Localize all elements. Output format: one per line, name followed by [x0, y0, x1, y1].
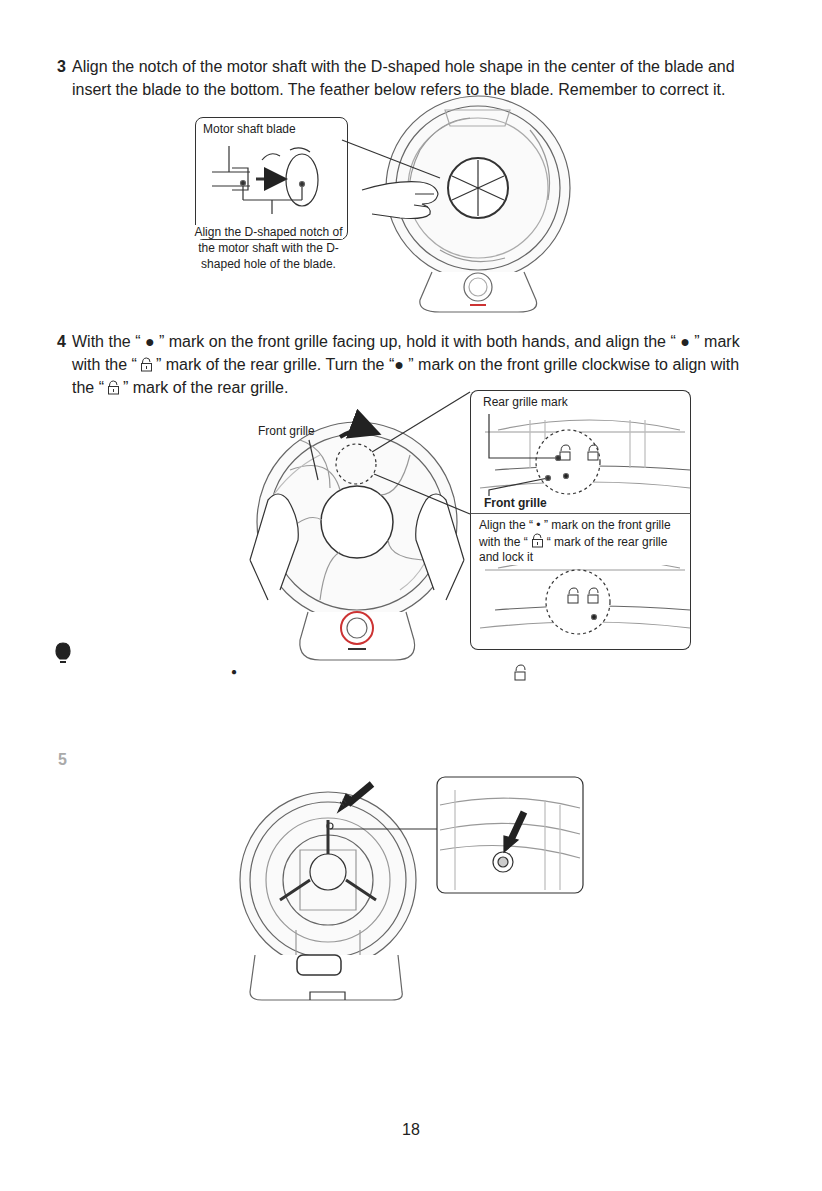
callout-text: Align the “ • ” mark on the front grille…	[479, 518, 684, 565]
step-number: 4	[57, 330, 66, 353]
callout-box: Motor shaft bladeAlign the D-shaped notc…	[195, 117, 348, 240]
callout-box: Align the “ • ” mark on the front grille…	[470, 514, 691, 650]
page-number: 18	[402, 1120, 420, 1140]
lock-symbol	[531, 533, 544, 548]
part-label: Front grille	[258, 424, 315, 438]
step-text: Align the notch of the motor shaft with …	[72, 55, 762, 101]
lock-symbol	[107, 380, 120, 395]
callout-title: Rear grille mark	[483, 395, 568, 410]
callout-text-run: Align the D-shaped notch of the motor sh…	[194, 225, 342, 271]
step-text: With the “ ● ” mark on the front grille …	[72, 330, 762, 399]
step-number: 5	[58, 750, 67, 770]
step-number: 3	[57, 55, 66, 78]
mark-symbol: ●	[231, 666, 237, 678]
callout-box: Rear grille markFront grille	[470, 390, 691, 514]
part-label: Front grille	[484, 496, 547, 511]
step-text-segment: ” mark of the rear grille.	[123, 379, 288, 396]
callout-title: Motor shaft blade	[203, 122, 296, 137]
lock-symbol	[140, 357, 153, 372]
callout-text: Align the D-shaped notch of the motor sh…	[193, 224, 344, 272]
